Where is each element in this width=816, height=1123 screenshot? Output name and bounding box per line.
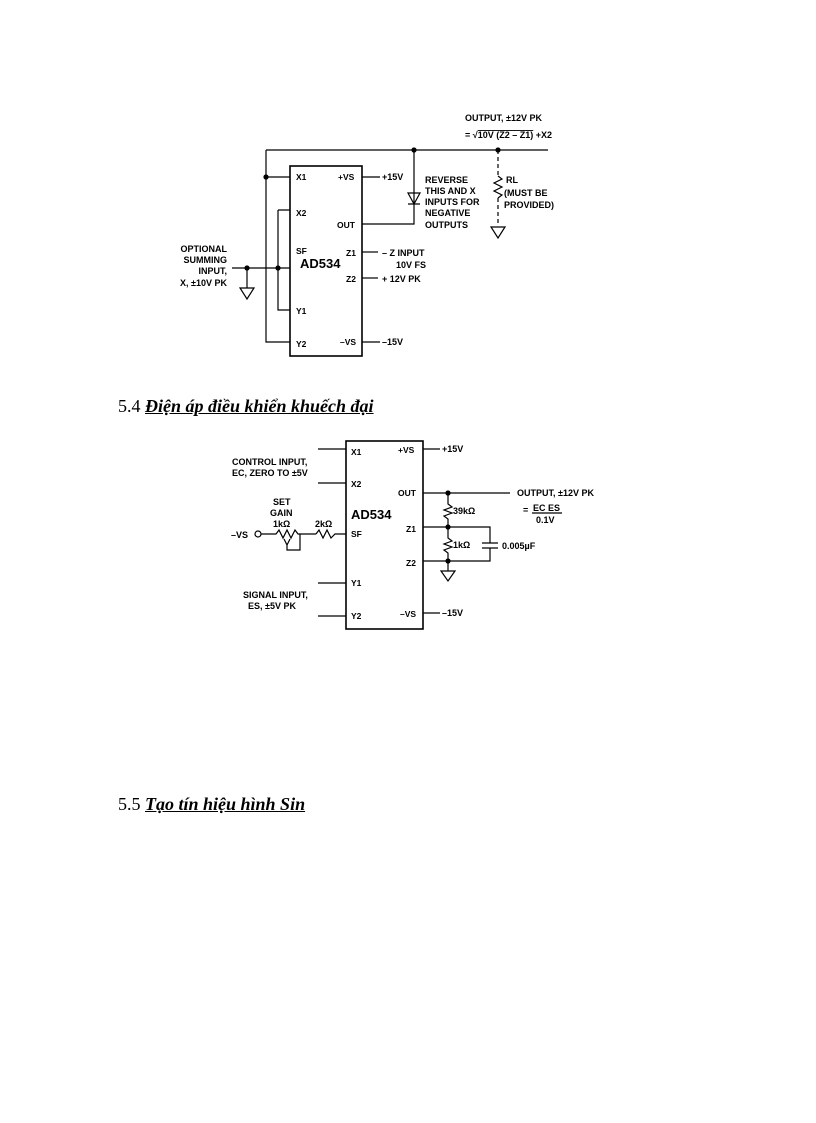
pin-y1: Y1 — [296, 306, 307, 316]
pin-neg-vs: –VS — [340, 337, 356, 347]
section-number: 5.5 — [118, 794, 141, 814]
output-eq-prefix: = — [523, 505, 528, 515]
pin-out: OUT — [337, 220, 356, 230]
junction — [275, 265, 281, 271]
pin-y1: Y1 — [351, 578, 362, 588]
gain-resistor-2k — [315, 528, 346, 540]
ground-symbol — [489, 226, 507, 240]
neg-vs-label: –VS — [231, 530, 248, 540]
pos-supply-label-1: +15V — [382, 172, 403, 182]
section-heading-5-4: 5.4 Điện áp điều khiển khuếch đại — [118, 396, 374, 417]
section-heading-5-5: 5.5 Tạo tín hiệu hình Sin — [118, 794, 305, 815]
z-input-line: – Z INPUT — [382, 248, 425, 258]
capacitor-label: 0.005µF — [502, 541, 536, 551]
r-bottom-label: 1kΩ — [453, 540, 470, 550]
signal-input-line: SIGNAL INPUT, — [243, 590, 308, 600]
pin-x2: X2 — [351, 479, 362, 489]
pin-y2: Y2 — [351, 611, 362, 621]
pin-pos-vs: +VS — [398, 445, 415, 455]
pot-wiper — [283, 534, 301, 551]
pin-y2: Y2 — [296, 339, 307, 349]
rl-resistor — [492, 175, 504, 199]
ad534-chip-1 — [289, 165, 363, 357]
ground-symbol — [439, 561, 457, 583]
z-input-line: + 12V PK — [382, 274, 421, 284]
pin-z2: Z2 — [406, 558, 416, 568]
output-title-2: OUTPUT, ±12V PK — [517, 488, 594, 498]
out-wire — [362, 150, 415, 225]
x2-y1-wire — [277, 209, 290, 311]
diagram-square-root: AD534 X1 X2 SF Y1 Y2 +VS OUT Z1 Z2 –VS — [180, 113, 554, 357]
ad534-chip-2 — [345, 440, 424, 630]
diagram-gain-control: AD534 X1 X2 SF Y1 Y2 +VS OUT Z1 Z2 –VS — [231, 440, 594, 630]
junction — [411, 147, 417, 153]
chip-label-2: AD534 — [351, 507, 392, 522]
signal-input-line: ES, ±5V PK — [248, 601, 296, 611]
set-gain-line: SET — [273, 497, 291, 507]
pin-z1: Z1 — [346, 248, 356, 258]
pin-z2: Z2 — [346, 274, 356, 284]
output-formula: = √10V (Z2 – Z1) +X2 — [465, 130, 552, 140]
pin-x1: X1 — [296, 172, 307, 182]
pin-z1: Z1 — [406, 524, 416, 534]
junction — [445, 558, 451, 564]
reverse-note-line: OUTPUTS — [425, 220, 468, 230]
gain-potentiometer — [261, 528, 316, 540]
pin-neg-vs: –VS — [400, 609, 416, 619]
rl-label: RL — [506, 175, 518, 185]
capacitor-symbol — [448, 526, 498, 562]
rl-note-2: PROVIDED) — [504, 200, 554, 210]
pos-supply-label-2: +15V — [442, 444, 463, 454]
output-title-1: OUTPUT, ±12V PK — [465, 113, 542, 123]
rl-note-1: (MUST BE — [504, 188, 548, 198]
pin-sf: SF — [351, 529, 362, 539]
r-top-label: 39kΩ — [453, 506, 475, 516]
pin-sf: SF — [296, 246, 307, 256]
reverse-note-line: NEGATIVE — [425, 208, 470, 218]
section-title: Tạo tín hiệu hình Sin — [145, 794, 306, 814]
output-eq-numerator: EC ES — [533, 503, 560, 513]
set-gain-line: GAIN — [270, 508, 293, 518]
junction — [445, 524, 451, 530]
chip-label-1: AD534 — [300, 256, 341, 271]
diode-symbol — [406, 192, 422, 206]
optional-input-line: SUMMING — [184, 255, 228, 265]
junction — [263, 174, 269, 180]
reverse-note-line: THIS AND X — [425, 186, 476, 196]
resistor-1k — [442, 527, 454, 561]
resistor-2k-value: 2kΩ — [315, 519, 332, 529]
optional-input-line: X, ±10V PK — [180, 278, 227, 288]
neg-supply-label-1: –15V — [382, 337, 403, 347]
pot-value: 1kΩ — [273, 519, 290, 529]
terminal-circle — [254, 530, 262, 538]
pin-out: OUT — [398, 488, 417, 498]
reverse-note-line: REVERSE — [425, 175, 468, 185]
optional-input-line: OPTIONAL — [181, 244, 228, 254]
output-eq-denominator: 0.1V — [536, 515, 555, 525]
neg-supply-label-2: –15V — [442, 608, 463, 618]
section-number: 5.4 — [118, 396, 141, 416]
z-input-line: 10V FS — [396, 260, 426, 270]
pin-pos-vs: +VS — [338, 172, 355, 182]
junction — [445, 490, 451, 496]
reverse-note-line: INPUTS FOR — [425, 197, 480, 207]
pin-x2: X2 — [296, 208, 307, 218]
control-input-line: CONTROL INPUT, — [232, 457, 307, 467]
pin-x1: X1 — [351, 447, 362, 457]
resistor-39k — [442, 493, 454, 527]
optional-input-line: INPUT, — [198, 266, 227, 276]
section-title: Điện áp điều khiển khuếch đại — [145, 396, 374, 416]
control-input-line: EC, ZERO TO ±5V — [232, 468, 308, 478]
left-loop-wire — [265, 150, 290, 343]
ground-symbol — [238, 268, 256, 301]
